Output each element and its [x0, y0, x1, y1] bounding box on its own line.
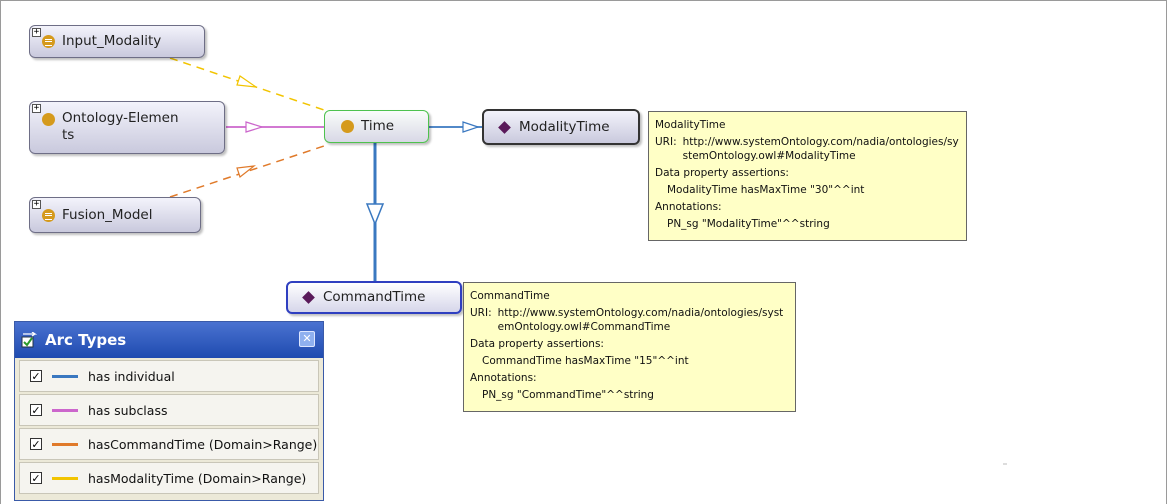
expand-icon[interactable]: +	[32, 199, 41, 209]
node-label: ModalityTime	[519, 118, 610, 135]
tooltip-data-prop: CommandTime hasMaxTime "15"^^int	[482, 355, 689, 367]
tooltip-annotations-label: Annotations:	[470, 372, 537, 384]
canvas-top-border	[0, 0, 1167, 1]
tooltip-uri-row: URI: http://www.systemOntology.com/nadia…	[655, 135, 960, 163]
tooltip-command-time: CommandTime URI: http://www.systemOntolo…	[463, 282, 796, 412]
tooltip-title: ModalityTime	[655, 119, 726, 131]
checkbox[interactable]: ✓	[30, 370, 42, 383]
edge-arrow-fusion-model	[236, 165, 257, 178]
node-command-time[interactable]: CommandTime	[286, 281, 462, 314]
node-modality-time[interactable]: ModalityTime	[482, 109, 640, 145]
arc-type-label: hasModalityTime (Domain>Range)	[88, 470, 307, 486]
arc-color-swatch	[52, 374, 78, 378]
arc-color-swatch	[52, 442, 78, 446]
tooltip-uri-label: URI:	[655, 136, 677, 148]
node-label: Ontology-Elemen ts	[62, 110, 179, 144]
tooltip-data-props-label: Data property assertions:	[655, 167, 789, 179]
tooltip-annotation: PN_sg "CommandTime"^^string	[482, 389, 654, 401]
arc-color-swatch	[52, 476, 78, 480]
node-time[interactable]: Time	[324, 110, 429, 143]
tooltip-uri-row: URI: http://www.systemOntology.com/nadia…	[470, 306, 789, 334]
tooltip-data-prop: ModalityTime hasMaxTime "30"^^int	[667, 184, 865, 196]
arc-type-row[interactable]: ✓ hasModalityTime (Domain>Range)	[19, 462, 319, 494]
class-dot-icon	[42, 208, 55, 222]
node-fusion-model[interactable]: + Fusion_Model	[29, 197, 201, 233]
class-dot-icon	[42, 35, 55, 48]
tooltip-modality-time: ModalityTime URI: http://www.systemOntol…	[648, 111, 967, 241]
edge-arrow-ontology-elements	[245, 121, 265, 133]
arc-types-title: Arc Types	[45, 331, 127, 349]
individual-diamond-icon	[302, 291, 315, 304]
arc-types-panel: Arc Types ✕ ✓ has individual ✓ has subcl…	[14, 321, 324, 501]
arc-type-label: has individual	[88, 368, 175, 384]
close-icon[interactable]: ✕	[299, 331, 315, 347]
expand-icon[interactable]: +	[32, 27, 41, 37]
edge-arrow-modalitytime	[462, 121, 480, 133]
node-input-modality[interactable]: + Input_Modality	[29, 25, 205, 58]
tooltip-uri-label: URI:	[470, 307, 492, 319]
edge-arrow-commandtime	[365, 203, 385, 227]
node-ontology-elements[interactable]: + Ontology-Elemen ts	[29, 101, 225, 154]
tooltip-annotation: PN_sg "ModalityTime"^^string	[667, 218, 830, 230]
checkbox[interactable]: ✓	[30, 438, 42, 451]
node-label-line1: Ontology-Elemen	[62, 110, 179, 126]
arc-color-swatch	[52, 408, 78, 412]
arc-type-label: has subclass	[88, 402, 168, 418]
expand-icon[interactable]: +	[32, 103, 41, 113]
node-label: CommandTime	[323, 289, 426, 305]
checkbox[interactable]: ✓	[30, 472, 42, 485]
node-label: Input_Modality	[62, 33, 162, 49]
class-dot-icon	[341, 120, 354, 133]
arc-type-row[interactable]: ✓ hasCommandTime (Domain>Range)	[19, 428, 319, 460]
tooltip-uri-value: http://www.systemOntology.com/nadia/onto…	[682, 136, 959, 162]
edge-arrow-input-modality	[236, 75, 257, 88]
arc-types-header[interactable]: Arc Types ✕	[15, 322, 323, 358]
node-label: Fusion_Model	[62, 206, 153, 223]
node-label-line2: ts	[62, 127, 75, 143]
tooltip-uri-value: http://www.systemOntology.com/nadia/onto…	[497, 307, 784, 333]
arc-types-icon	[21, 331, 38, 348]
tooltip-data-props-label: Data property assertions:	[470, 338, 604, 350]
individual-diamond-icon	[498, 120, 511, 134]
tooltip-annotations-label: Annotations:	[655, 201, 722, 213]
node-label: Time	[361, 118, 395, 134]
checkbox[interactable]: ✓	[30, 404, 42, 417]
tooltip-title: CommandTime	[470, 290, 550, 302]
arc-type-label: hasCommandTime (Domain>Range)	[88, 436, 318, 452]
arc-type-row[interactable]: ✓ has individual	[19, 360, 319, 392]
canvas-speck	[1003, 463, 1007, 465]
canvas-left-border	[0, 0, 1, 504]
arc-type-row[interactable]: ✓ has subclass	[19, 394, 319, 426]
class-dot-icon	[42, 113, 55, 126]
